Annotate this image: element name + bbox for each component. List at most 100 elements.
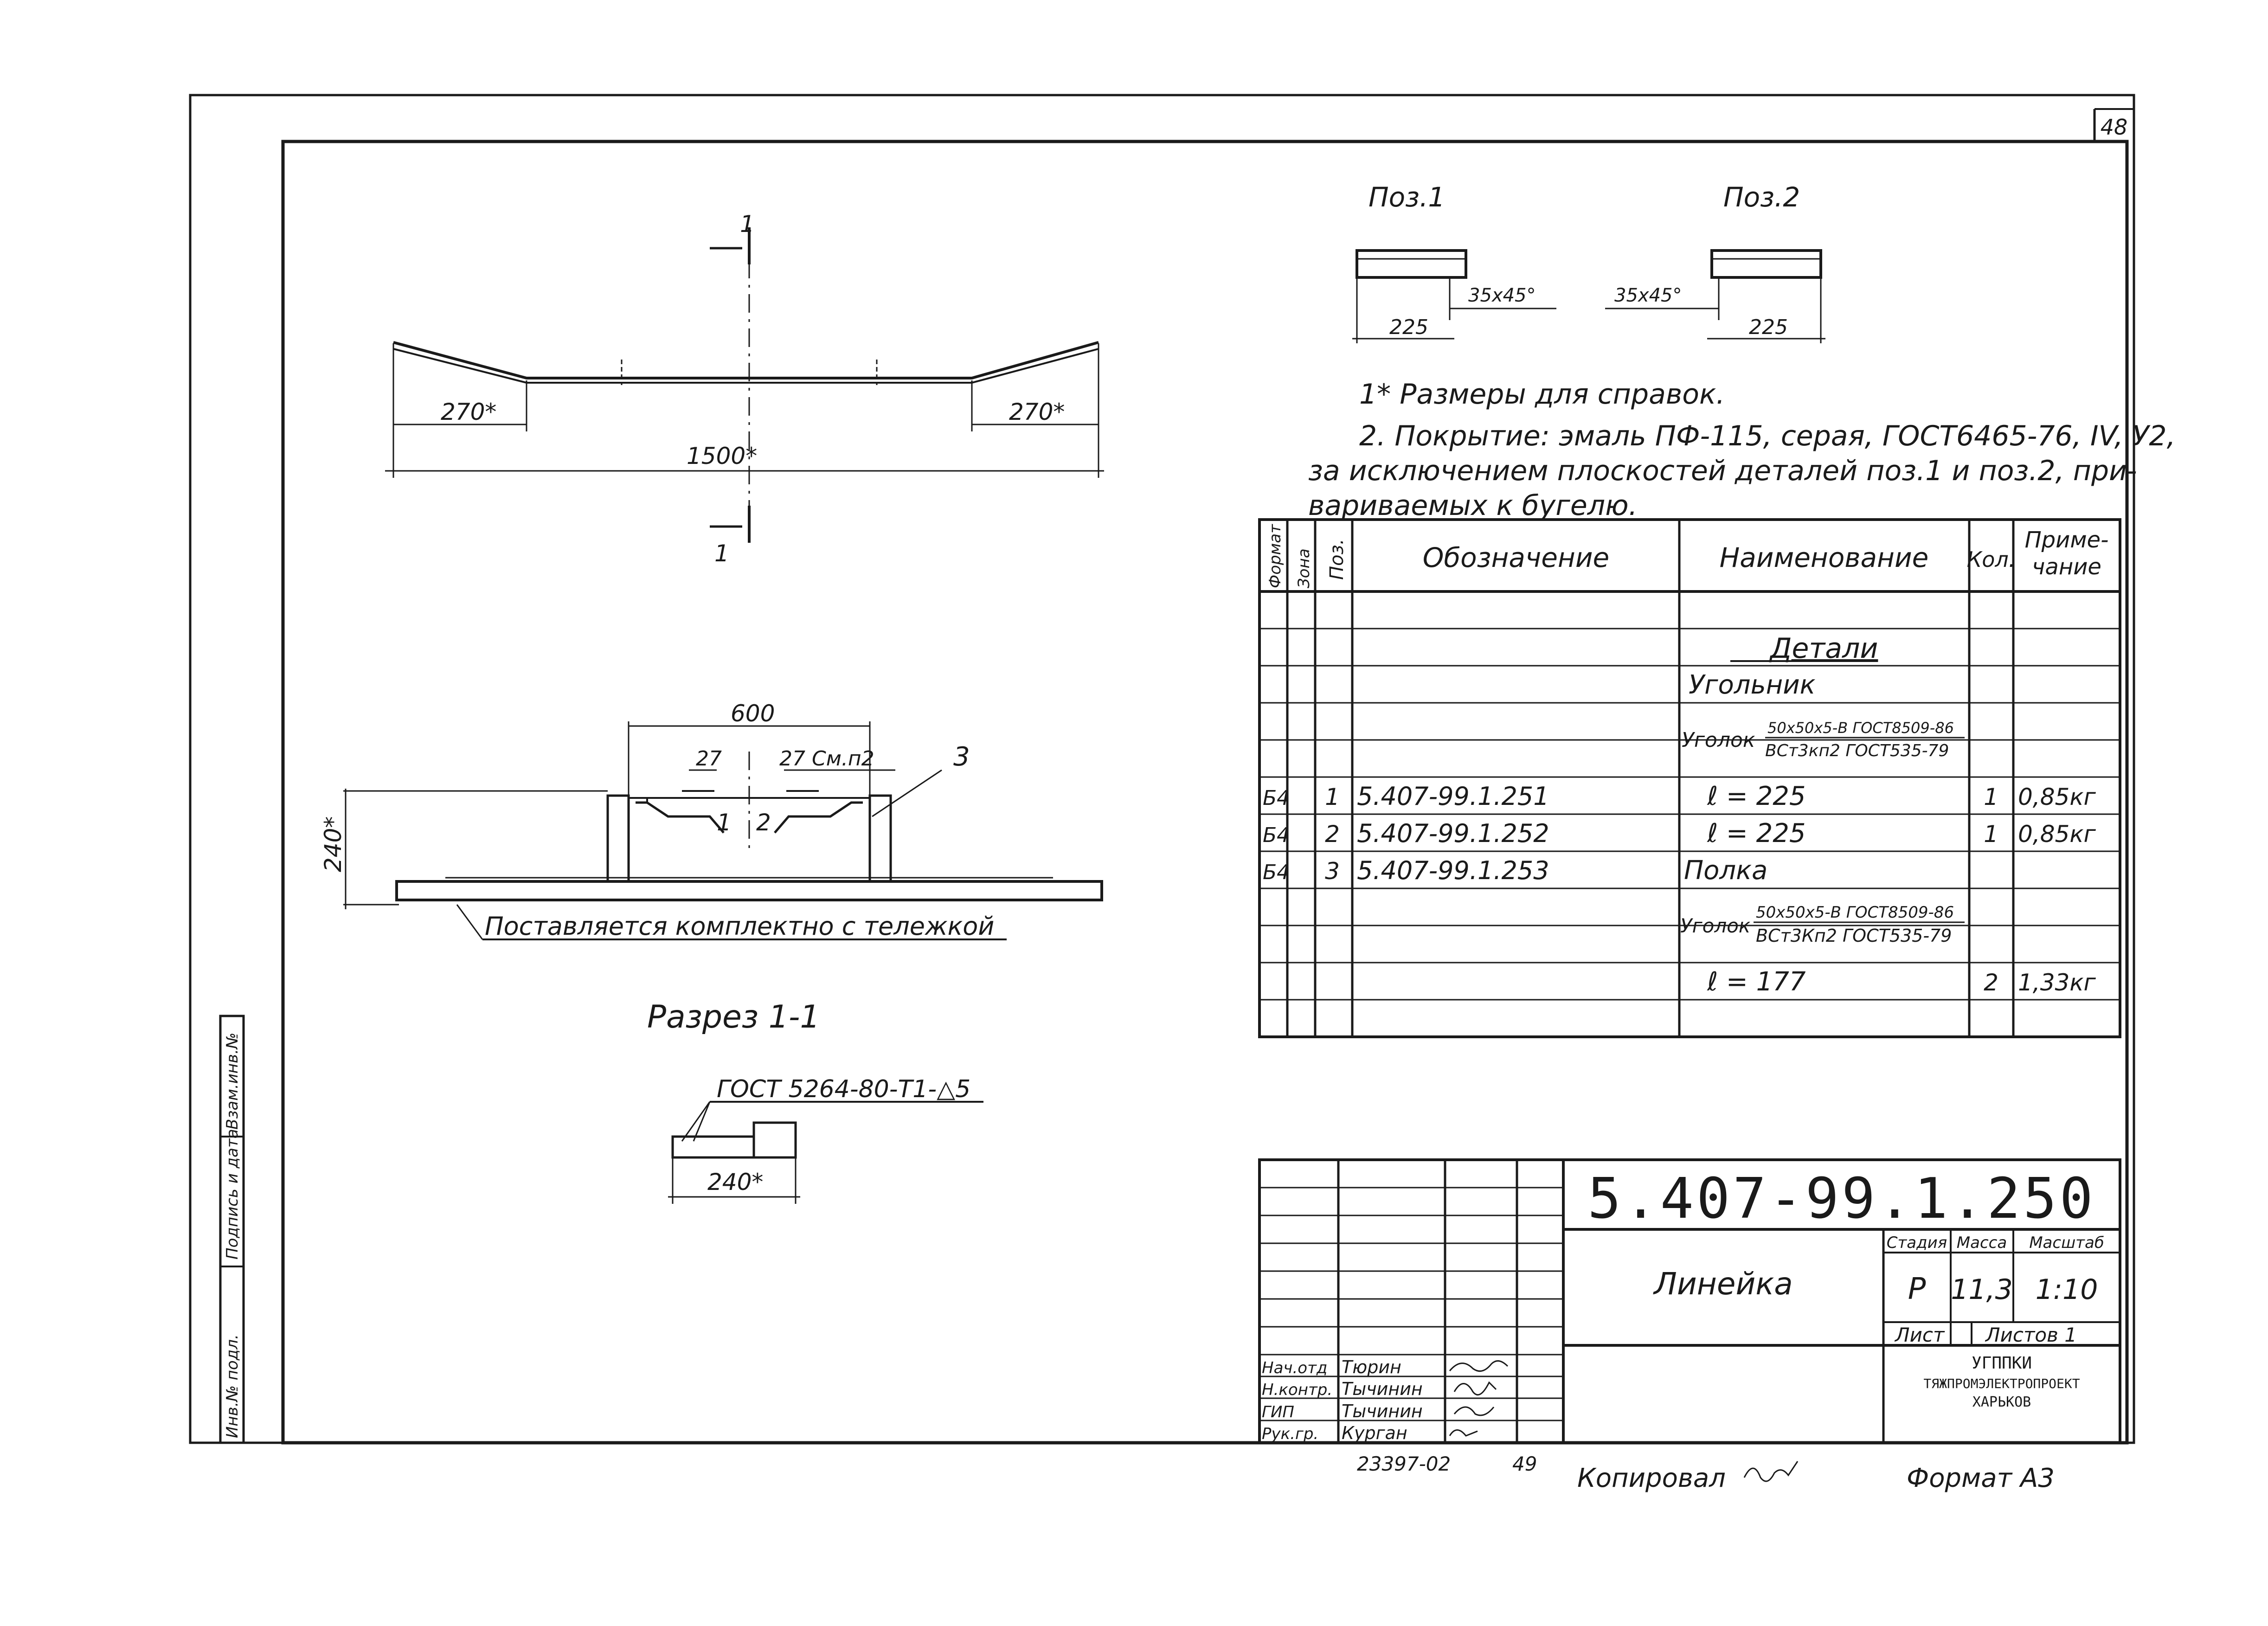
section-mark-bottom: 1 (714, 540, 729, 567)
angle2-bottom: ВСт3Кп2 ГОСТ535-79 (1756, 925, 1952, 946)
header-zone: Зона (1295, 548, 1313, 588)
sheet-number: 48 (2101, 115, 2128, 140)
section-dim-27-right: 27 См.п2 (779, 747, 874, 771)
mass-value: 11,3 (1951, 1273, 2013, 1306)
row1-designation: 5.407-99.1.251 (1357, 782, 1549, 811)
row4-note: 1,33кг (2018, 969, 2096, 996)
row1-note: 0,85кг (2018, 784, 2096, 810)
plan-view: 1 1 270* 270* 1500* (385, 211, 1104, 567)
side-stamp-replace: Взам.инв.№ (223, 1033, 242, 1130)
dim-right-270: 270* (1009, 398, 1065, 425)
row4-name: ℓ = 177 (1707, 967, 1806, 997)
row1-pos: 1 (1325, 784, 1340, 810)
role-3: ГИП (1262, 1403, 1294, 1421)
angle1-prefix: Уголок (1682, 728, 1755, 752)
name-1: Тюрин (1342, 1357, 1401, 1377)
pos2-dim-length: 225 (1749, 315, 1788, 339)
angle2-prefix: Уголок (1680, 914, 1751, 937)
inner-frame (281, 140, 2129, 1445)
header-designation: Обозначение (1423, 542, 1609, 573)
sheets-label: Листов 1 (1985, 1324, 2077, 1346)
name-3: Тычинин (1342, 1401, 1423, 1421)
row2-note: 0,85кг (2018, 821, 2096, 848)
scale-label: Масштаб (2029, 1234, 2104, 1252)
row1-qty: 1 (1984, 784, 1998, 810)
copied-signature (1743, 1461, 1799, 1482)
pos1-dim-length: 225 (1389, 315, 1428, 339)
row4-qty: 2 (1984, 969, 1998, 996)
side-stamp: Инв.№ подл. Подпись и дата Взам.инв.№ (219, 1015, 245, 1444)
pos1-view: Поз.1 225 35x45° (1352, 181, 1556, 343)
angle1-bottom: ВСт3кп2 ГОСТ535-79 (1765, 741, 1949, 760)
org-line3: ХАРЬКОВ (1972, 1394, 2031, 1410)
signature-2 (1453, 1381, 1497, 1396)
header-note-2: чание (2032, 554, 2101, 580)
signature-3 (1453, 1406, 1495, 1416)
group-title-angle: Угольник (1689, 670, 1816, 700)
section-view: 600 27 27 См.п2 3 1 2 240* Поставляется … (320, 700, 1103, 1035)
pos1-dim-chamfer: 35x45° (1468, 285, 1536, 306)
row2-qty: 1 (1984, 821, 1998, 848)
section-note-supplied: Поставляется комплектно с тележкой (485, 912, 994, 941)
section-mark-top: 1 (740, 211, 755, 238)
section-title-details: Детали (1769, 632, 1878, 665)
row3-pos: 3 (1325, 858, 1340, 885)
header-note-1: Приме- (2025, 527, 2109, 553)
row2-format: Б4 (1263, 823, 1290, 847)
pos1-title: Поз.1 (1369, 181, 1445, 213)
role-2: Н.контр. (1262, 1381, 1332, 1399)
pos2-view: Поз.2 225 35x45° (1605, 181, 1825, 343)
angle1-top: 50x50x5-В ГОСТ8509-86 (1767, 719, 1954, 737)
outer-frame (189, 94, 2135, 1444)
header-name: Наименование (1720, 542, 1929, 573)
header-pos: Поз. (1326, 539, 1348, 580)
row3-format: Б4 (1263, 861, 1290, 884)
row3-designation: 5.407-99.1.253 (1357, 856, 1549, 885)
weld-dim-240: 240* (707, 1169, 763, 1195)
row2-pos: 2 (1325, 821, 1340, 848)
section-title: Разрез 1-1 (647, 999, 820, 1035)
section-dim-27-left: 27 (696, 747, 722, 771)
footer: 23397-02 49 Копировал Формат А3 (1357, 1452, 2055, 1493)
org-line1: УГППКИ (1972, 1354, 2032, 1373)
note-2-line1: 2. Покрытие: эмаль ПФ-115, серая, ГОСТ64… (1359, 420, 2176, 452)
drawing-title: Линейка (1653, 1266, 1793, 1302)
org-line2: ТЯЖПРОМЭЛЕКТРОПРОЕКТ (1923, 1376, 2080, 1391)
scale-value: 1:10 (2036, 1273, 2098, 1306)
title-block: 5.407-99.1.250 Линейка Стадия Масса Масш… (1258, 1158, 2121, 1444)
weld-detail: ГОСТ 5264-80-Т1-△5 240* (668, 1075, 983, 1204)
signature-4 (1449, 1429, 1478, 1437)
side-stamp-signature: Подпись и дата (223, 1129, 242, 1260)
weld-standard: ГОСТ 5264-80-Т1-△5 (717, 1075, 970, 1103)
footer-page: 49 (1512, 1452, 1537, 1475)
signature-1 (1449, 1360, 1509, 1372)
pos2-title: Поз.2 (1723, 181, 1800, 213)
name-2: Тычинин (1342, 1379, 1423, 1399)
document-code: 5.407-99.1.250 (1587, 1167, 2095, 1231)
section-dim-240: 240* (320, 816, 347, 872)
row2-designation: 5.407-99.1.252 (1357, 819, 1549, 848)
row1-name: ℓ = 225 (1707, 781, 1806, 811)
format-label: Формат А3 (1907, 1463, 2055, 1493)
spec-table: Формат Зона Поз. Обозначение Наименовани… (1258, 518, 2121, 1038)
copied-label: Копировал (1577, 1463, 1726, 1493)
stage-value: Р (1908, 1272, 1926, 1306)
row1-format: Б4 (1263, 786, 1290, 810)
mass-label: Масса (1957, 1234, 2007, 1252)
note-2-line3: вариваемых к бугелю. (1308, 489, 1638, 522)
header-qty: Кол. (1967, 547, 2016, 572)
dim-left-270: 270* (441, 398, 496, 425)
role-4: Рук.гр. (1262, 1425, 1318, 1443)
order-number: 23397-02 (1357, 1452, 1451, 1475)
row3-name: Полка (1684, 855, 1767, 886)
row2-name: ℓ = 225 (1707, 818, 1806, 848)
note-1: 1* Размеры для справок. (1359, 378, 1725, 411)
section-label-1: 1 (717, 809, 732, 836)
section-label-3: 3 (953, 742, 970, 772)
angle2-top: 50x50x5-В ГОСТ8509-86 (1756, 903, 1954, 922)
notes: 1* Размеры для справок. 2. Покрытие: эма… (1308, 378, 2176, 522)
section-dim-600: 600 (731, 700, 775, 727)
header-format: Формат (1266, 524, 1285, 588)
note-2-line2: за исключением плоскостей деталей поз.1 … (1308, 455, 2137, 487)
